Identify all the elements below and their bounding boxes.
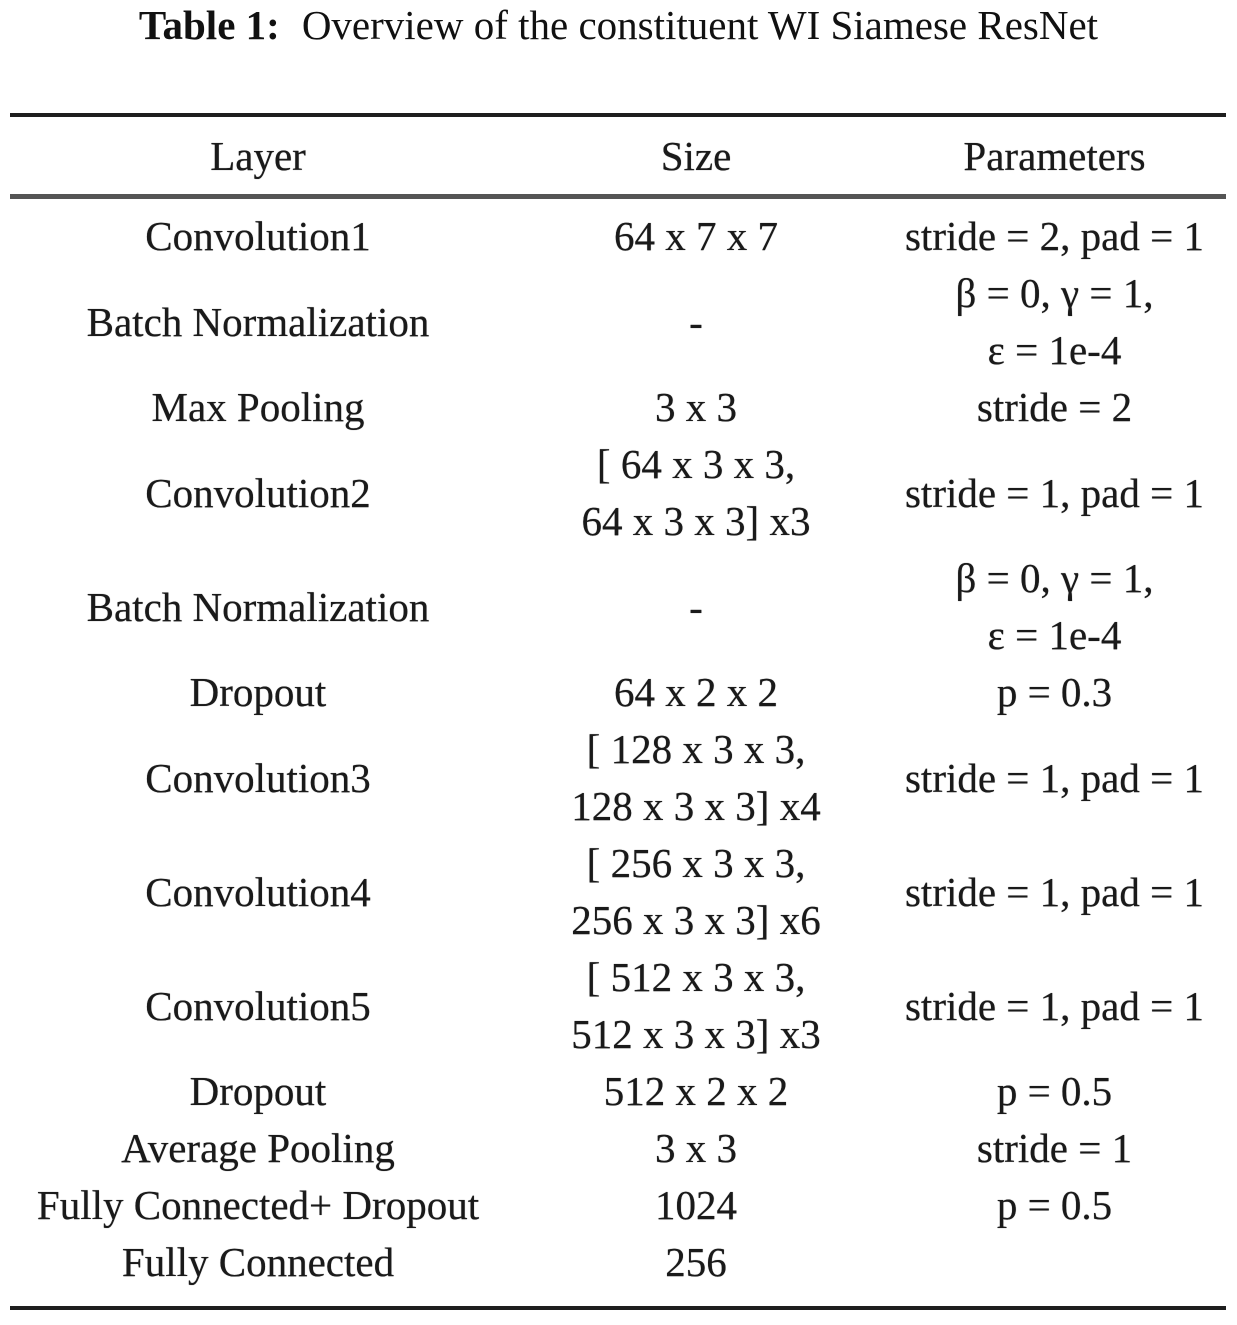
cell-layer: Dropout bbox=[189, 1068, 327, 1114]
table-row: Max Pooling 3 x 3 stride = 2 bbox=[0, 379, 1237, 436]
cell-parameters-line: stride = 1 bbox=[976, 1125, 1133, 1171]
table-row: Convolution2 [ 64 x 3 x 3, 64 x 3 x 3] x3 s… bbox=[0, 436, 1237, 550]
cell-size: 64 x 7 x 7 bbox=[560, 208, 832, 265]
table-row: Convolution4 [ 256 x 3 x 3, 256 x 3 x 3] x… bbox=[0, 835, 1237, 949]
table-row: Fully Connected+ Dropout 1024 p = 0.5 bbox=[0, 1177, 1237, 1234]
table-row: Convolution3 [ 128 x 3 x 3, 128 x 3 x 3] x… bbox=[0, 721, 1237, 835]
cell-layer: Convolution1 bbox=[145, 213, 371, 259]
cell-parameters: stride = 2, pad = 1 bbox=[872, 208, 1237, 265]
table-row: Batch Normalization - β = 0, γ = 1, ε = 1e-… bbox=[0, 550, 1237, 664]
cell-parameters-line: stride = 1, pad = 1 bbox=[904, 982, 1205, 1029]
cell-size: 256 bbox=[560, 1234, 832, 1291]
table-header: Layer Size Parameters bbox=[0, 118, 1237, 194]
cell-parameters-line: stride = 2 bbox=[976, 384, 1133, 430]
cell-size-line: 3 x 3 bbox=[655, 1125, 737, 1171]
cell-size: [ 512 x 3 x 3, 512 x 3 x 3] x3 bbox=[560, 949, 832, 1063]
cell-size: - bbox=[560, 265, 832, 379]
table-row: Fully Connected 256 bbox=[0, 1234, 1237, 1291]
cell-parameters: stride = 1 bbox=[872, 1120, 1237, 1177]
cell-size-line: 64 x 3 x 3] x3 bbox=[581, 498, 811, 544]
cell-size: 1024 bbox=[560, 1177, 832, 1234]
cell-parameters: β = 0, γ = 1, ε = 1e-4 bbox=[872, 550, 1237, 664]
cell-size-line: 512 x 3 x 3] x3 bbox=[571, 1011, 821, 1057]
cell-parameters: p = 0.3 bbox=[872, 664, 1237, 721]
cell-layer: Convolution5 bbox=[145, 982, 371, 1029]
table-caption: Table 1: Overview of the constituent WI … bbox=[0, 0, 1237, 50]
cell-parameters-line: β = 0, γ = 1, bbox=[955, 555, 1154, 601]
cell-parameters-line: ε = 1e-4 bbox=[987, 327, 1122, 373]
table-row: Average Pooling 3 x 3 stride = 1 bbox=[0, 1120, 1237, 1177]
cell-size-line: [ 128 x 3 x 3, bbox=[586, 726, 806, 772]
bottom-rule bbox=[10, 1306, 1226, 1310]
cell-parameters: stride = 1, pad = 1 bbox=[872, 436, 1237, 550]
cell-parameters-line: p = 0.3 bbox=[996, 669, 1113, 715]
cell-parameters: β = 0, γ = 1, ε = 1e-4 bbox=[872, 265, 1237, 379]
cell-size-line: [ 256 x 3 x 3, bbox=[586, 840, 806, 886]
cell-parameters-line: ε = 1e-4 bbox=[987, 612, 1122, 658]
cell-layer: Average Pooling bbox=[121, 1125, 395, 1171]
cell-size: 3 x 3 bbox=[560, 1120, 832, 1177]
cell-size: 3 x 3 bbox=[560, 379, 832, 436]
cell-size-line: - bbox=[689, 583, 703, 630]
cell-size: [ 256 x 3 x 3, 256 x 3 x 3] x6 bbox=[560, 835, 832, 949]
cell-size-line: - bbox=[689, 298, 703, 345]
cell-parameters-line: stride = 1, pad = 1 bbox=[904, 868, 1205, 915]
cell-size: [ 128 x 3 x 3, 128 x 3 x 3] x4 bbox=[560, 721, 832, 835]
table-row: Batch Normalization - β = 0, γ = 1, ε = 1e-… bbox=[0, 265, 1237, 379]
cell-parameters-line: stride = 1, pad = 1 bbox=[904, 754, 1205, 801]
table-row: Convolution1 64 x 7 x 7 stride = 2, pad = … bbox=[0, 208, 1237, 265]
cell-parameters-line: p = 0.5 bbox=[996, 1068, 1113, 1114]
cell-parameters: p = 0.5 bbox=[872, 1063, 1237, 1120]
cell-layer: Convolution4 bbox=[145, 868, 371, 915]
cell-size: [ 64 x 3 x 3, 64 x 3 x 3] x3 bbox=[560, 436, 832, 550]
header-size: Size bbox=[660, 132, 732, 179]
header-parameters: Parameters bbox=[963, 132, 1146, 179]
cell-size: 64 x 2 x 2 bbox=[560, 664, 832, 721]
cell-parameters-line: stride = 1, pad = 1 bbox=[904, 469, 1205, 516]
cell-layer: Fully Connected+ Dropout bbox=[36, 1182, 480, 1228]
cell-size-line: 64 x 2 x 2 bbox=[614, 669, 778, 715]
cell-size-line: 256 x 3 x 3] x6 bbox=[571, 897, 821, 943]
cell-layer: Dropout bbox=[189, 669, 327, 715]
table-row: Dropout 512 x 2 x 2 p = 0.5 bbox=[0, 1063, 1237, 1120]
cell-layer: Batch Normalization bbox=[86, 298, 430, 345]
table-row: Convolution5 [ 512 x 3 x 3, 512 x 3 x 3] x… bbox=[0, 949, 1237, 1063]
cell-parameters: stride = 1, pad = 1 bbox=[872, 949, 1237, 1063]
cell-size-line: 512 x 2 x 2 bbox=[603, 1068, 789, 1114]
cell-layer: Max Pooling bbox=[151, 384, 365, 430]
cell-parameters: stride = 2 bbox=[872, 379, 1237, 436]
cell-layer: Convolution3 bbox=[145, 754, 371, 801]
table-row: Dropout 64 x 2 x 2 p = 0.3 bbox=[0, 664, 1237, 721]
cell-parameters-line: p = 0.5 bbox=[996, 1182, 1113, 1228]
cell-parameters: stride = 1, pad = 1 bbox=[872, 721, 1237, 835]
cell-parameters: p = 0.5 bbox=[872, 1177, 1237, 1234]
cell-size-line: [ 64 x 3 x 3, bbox=[596, 441, 796, 487]
cell-parameters bbox=[872, 1234, 1237, 1291]
cell-size-line: 1024 bbox=[655, 1182, 737, 1228]
cell-layer: Fully Connected bbox=[121, 1239, 395, 1285]
cell-size-line: 128 x 3 x 3] x4 bbox=[571, 783, 821, 829]
header-layer: Layer bbox=[210, 132, 306, 179]
cell-layer: Convolution2 bbox=[145, 469, 371, 516]
cell-size: 512 x 2 x 2 bbox=[560, 1063, 832, 1120]
top-rule bbox=[10, 113, 1226, 117]
cell-parameters-line: β = 0, γ = 1, bbox=[955, 270, 1154, 316]
header-rule bbox=[10, 194, 1226, 199]
cell-size-line: 64 x 7 x 7 bbox=[614, 213, 778, 259]
caption-label: Table 1: bbox=[138, 2, 280, 48]
cell-parameters: stride = 1, pad = 1 bbox=[872, 835, 1237, 949]
caption-text: Overview of the constituent WI Siamese R… bbox=[301, 2, 1099, 48]
cell-layer: Batch Normalization bbox=[86, 583, 430, 630]
cell-size-line: [ 512 x 3 x 3, bbox=[586, 954, 806, 1000]
cell-parameters-line: stride = 2, pad = 1 bbox=[904, 213, 1205, 259]
cell-size-line: 3 x 3 bbox=[655, 384, 737, 430]
cell-size-line: 256 bbox=[665, 1239, 727, 1285]
cell-size: - bbox=[560, 550, 832, 664]
